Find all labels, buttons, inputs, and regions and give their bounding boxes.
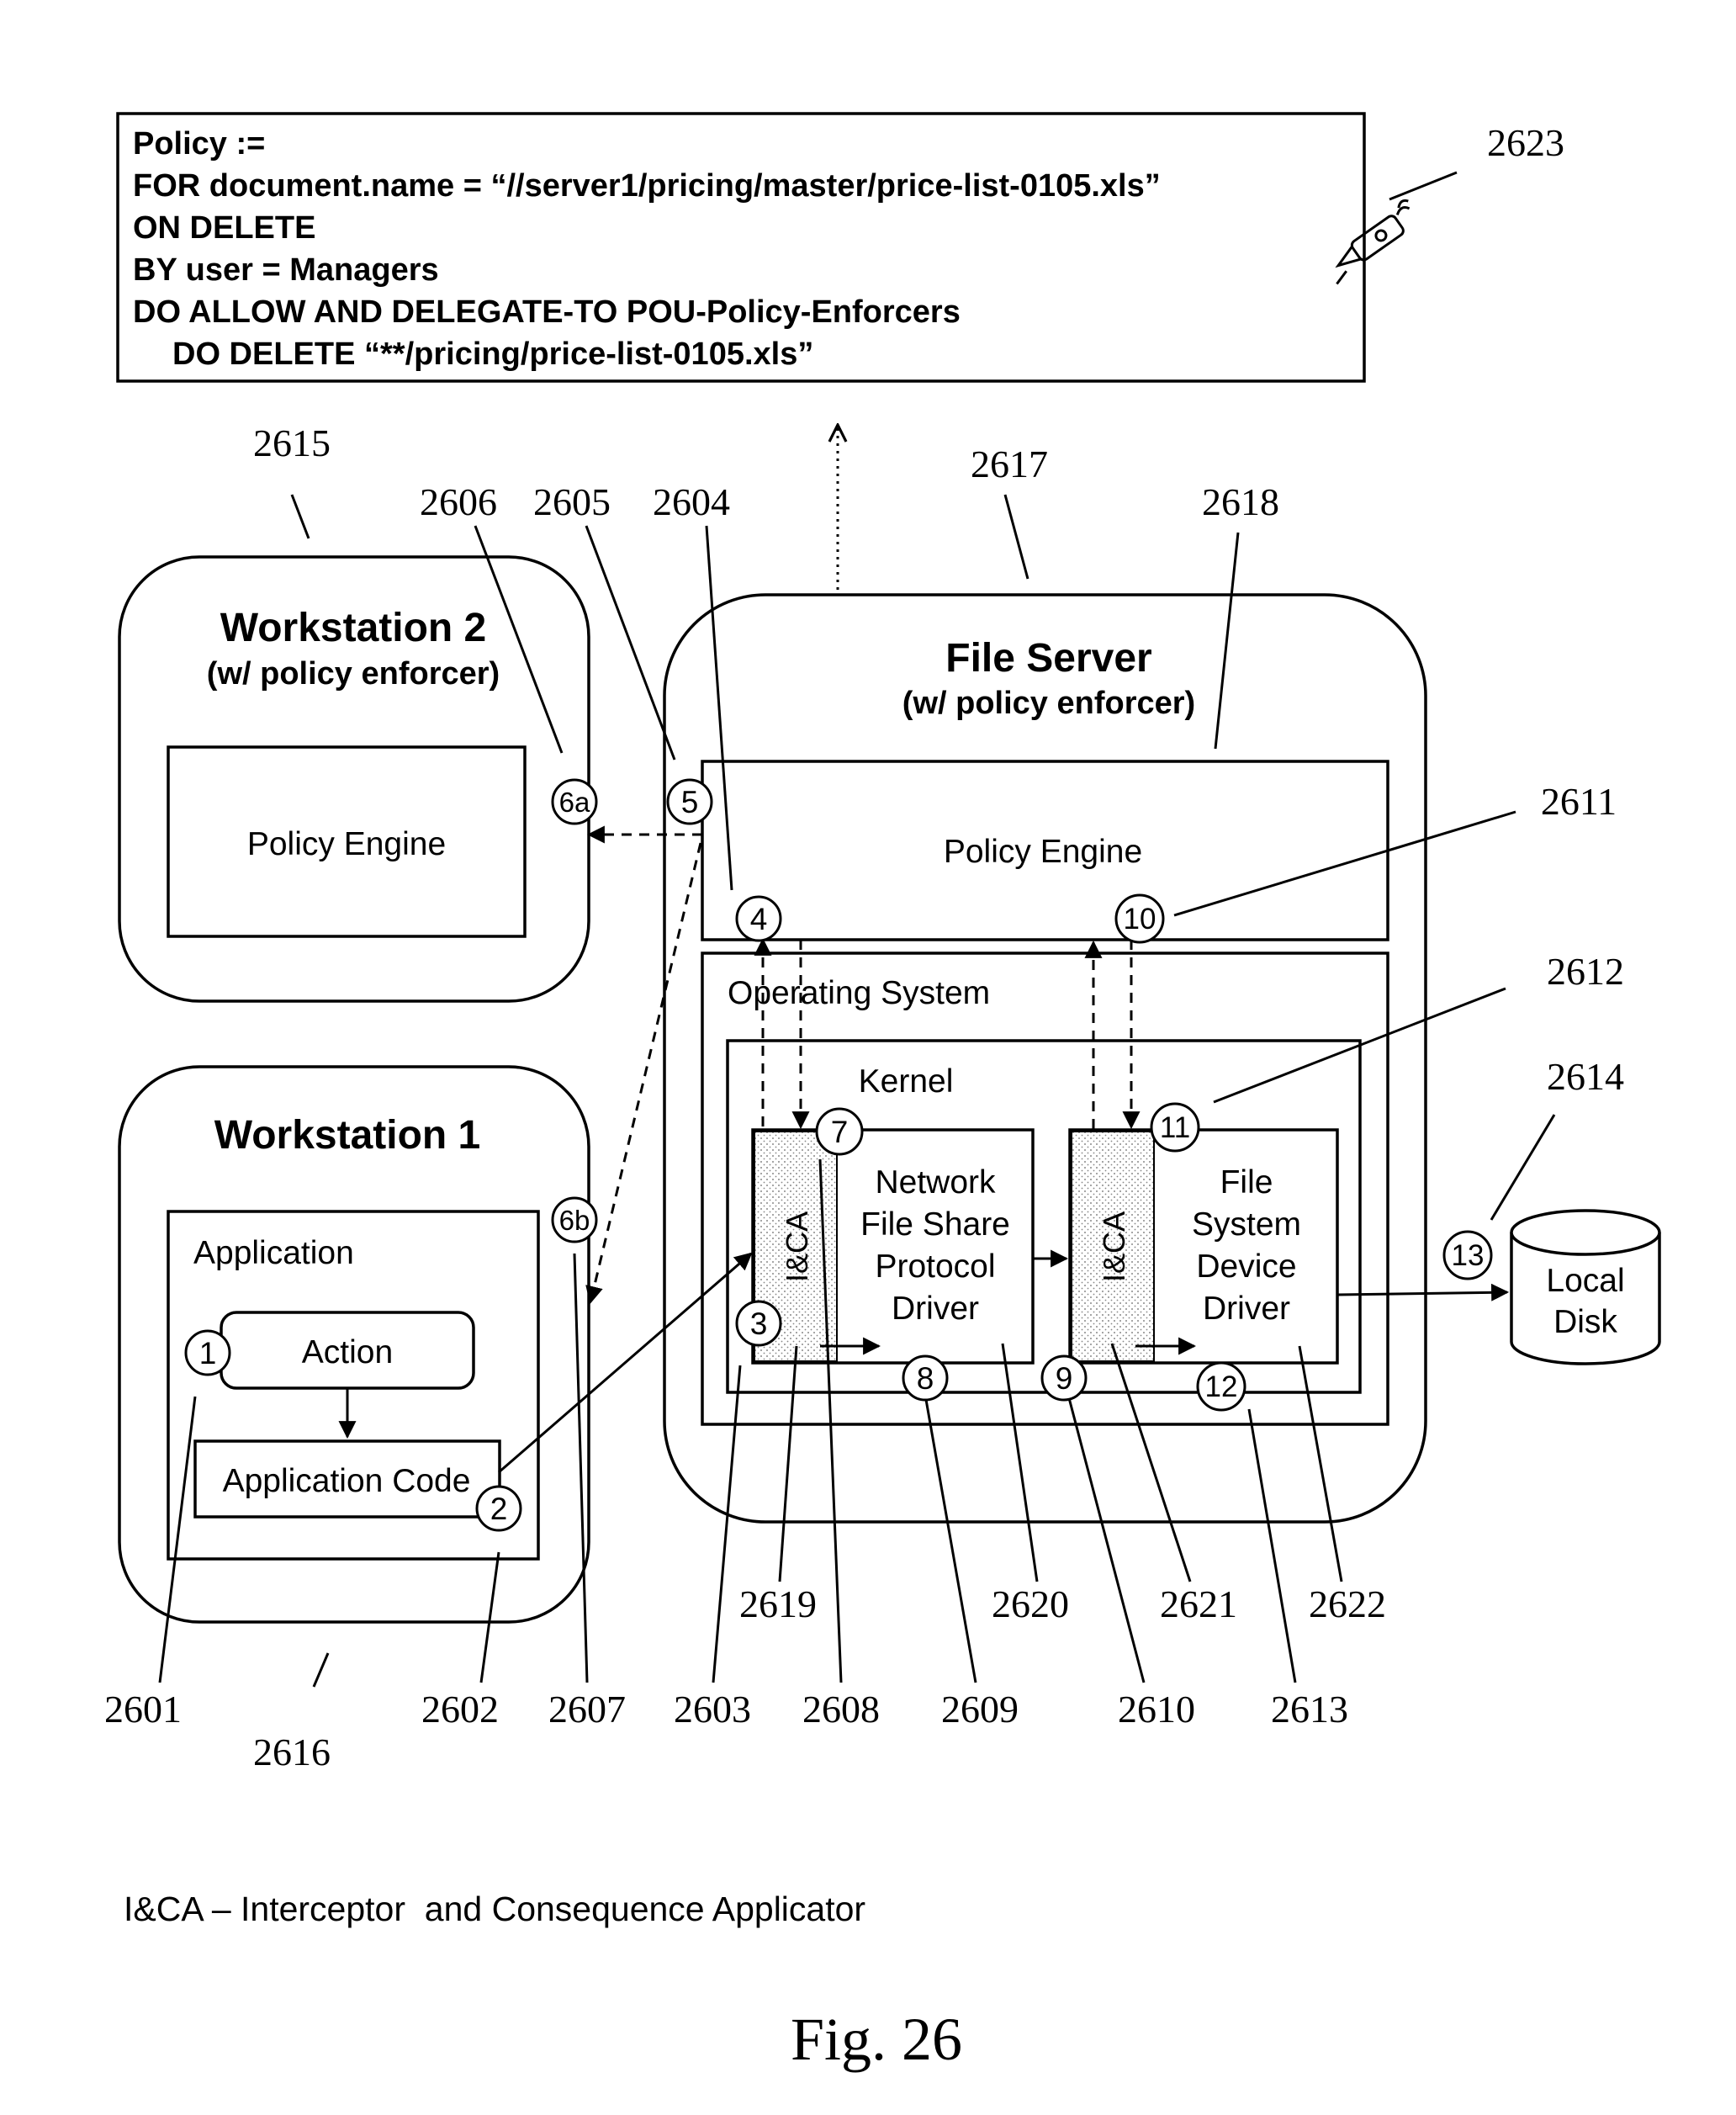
ref-2604: 2604 bbox=[653, 480, 730, 523]
svg-text:12: 12 bbox=[1205, 1370, 1238, 1403]
file-server-title: File Server bbox=[945, 636, 1151, 681]
fs-driver-line-2: System bbox=[1192, 1206, 1301, 1243]
ref-2620: 2620 bbox=[992, 1582, 1069, 1625]
ref-2621: 2621 bbox=[1160, 1582, 1237, 1625]
application-code-label: Application Code bbox=[223, 1463, 471, 1499]
svg-text:8: 8 bbox=[917, 1361, 934, 1396]
step-10: 10 bbox=[1116, 895, 1163, 942]
step-4: 4 bbox=[737, 897, 781, 941]
step-8: 8 bbox=[903, 1356, 947, 1400]
local-disk-line-2: Disk bbox=[1553, 1304, 1617, 1340]
ica-label-1: I&CA bbox=[780, 1211, 814, 1282]
policy-line-6: DO DELETE “**/pricing/price-list-0105.xl… bbox=[172, 337, 813, 372]
ref-2612: 2612 bbox=[1547, 950, 1624, 993]
ref-2606: 2606 bbox=[420, 480, 497, 523]
action-label: Action bbox=[302, 1334, 393, 1370]
step-11: 11 bbox=[1151, 1104, 1199, 1151]
fs-driver-line-1: File bbox=[1220, 1164, 1273, 1201]
ref-2602: 2602 bbox=[421, 1688, 499, 1731]
policy-box: Policy := FOR document.name = “//server1… bbox=[118, 114, 1364, 381]
step-13: 13 bbox=[1444, 1232, 1491, 1279]
local-disk: Local Disk bbox=[1511, 1211, 1659, 1364]
step-2: 2 bbox=[477, 1487, 521, 1530]
step-6a: 6a bbox=[553, 780, 596, 824]
step-12: 12 bbox=[1198, 1363, 1245, 1410]
workstation-2-subtitle: (w/ policy enforcer) bbox=[207, 656, 500, 692]
svg-text:3: 3 bbox=[750, 1307, 768, 1341]
svg-text:11: 11 bbox=[1160, 1111, 1190, 1144]
ref-2618: 2618 bbox=[1202, 480, 1279, 523]
operating-system-label: Operating System bbox=[728, 975, 990, 1011]
ref-2622: 2622 bbox=[1309, 1582, 1386, 1625]
ref-2611: 2611 bbox=[1541, 780, 1617, 823]
svg-text:4: 4 bbox=[750, 902, 768, 936]
workstation-2-title: Workstation 2 bbox=[220, 606, 487, 650]
nfs-driver-line-2: File Share bbox=[860, 1206, 1010, 1243]
workstation-1-title: Workstation 1 bbox=[214, 1113, 481, 1158]
nfs-driver-line-4: Driver bbox=[892, 1291, 979, 1327]
workstation-2-policy-engine: Policy Engine bbox=[247, 826, 446, 862]
fs-driver-line-3: Device bbox=[1196, 1248, 1296, 1285]
svg-text:9: 9 bbox=[1056, 1361, 1073, 1396]
ref-2619: 2619 bbox=[739, 1582, 817, 1625]
step-1: 1 bbox=[186, 1331, 230, 1375]
svg-text:1: 1 bbox=[199, 1336, 217, 1370]
svg-text:10: 10 bbox=[1124, 903, 1156, 936]
ref-2610: 2610 bbox=[1118, 1688, 1195, 1731]
ref-2623: 2623 bbox=[1487, 121, 1564, 164]
kernel-label: Kernel bbox=[859, 1063, 954, 1100]
figure-label: Fig. 26 bbox=[791, 2006, 962, 2073]
ref-2615: 2615 bbox=[253, 421, 331, 464]
step-5: 5 bbox=[668, 780, 712, 824]
ref-2616: 2616 bbox=[253, 1731, 331, 1773]
ref-2613: 2613 bbox=[1271, 1688, 1348, 1731]
svg-text:5: 5 bbox=[681, 785, 699, 819]
policy-line-4: BY user = Managers bbox=[133, 252, 439, 288]
policy-line-3: ON DELETE bbox=[133, 210, 315, 246]
file-server-policy-engine: Policy Engine bbox=[944, 834, 1142, 870]
ref-2603: 2603 bbox=[674, 1688, 751, 1731]
local-disk-line-1: Local bbox=[1546, 1263, 1624, 1299]
nfs-driver-line-3: Protocol bbox=[875, 1248, 995, 1285]
step-3: 3 bbox=[737, 1301, 781, 1345]
policy-line-5: DO ALLOW AND DELEGATE-TO POU-Policy-Enfo… bbox=[133, 294, 961, 330]
svg-text:6a: 6a bbox=[559, 787, 590, 818]
svg-text:6b: 6b bbox=[559, 1205, 590, 1236]
nfs-driver-line-1: Network bbox=[875, 1164, 996, 1201]
ref-2614: 2614 bbox=[1547, 1055, 1624, 1098]
svg-text:2: 2 bbox=[490, 1492, 508, 1526]
ref-2605: 2605 bbox=[533, 480, 611, 523]
workstation-2: Workstation 2 (w/ policy enforcer) Polic… bbox=[119, 557, 589, 1001]
ica-label-2: I&CA bbox=[1097, 1211, 1131, 1282]
ref-2607: 2607 bbox=[548, 1688, 626, 1731]
ref-2601: 2601 bbox=[104, 1688, 182, 1731]
step-7: 7 bbox=[817, 1109, 862, 1154]
legend: I&CA – Interceptor and Consequence Appli… bbox=[124, 1890, 865, 1928]
ref-2608: 2608 bbox=[802, 1688, 880, 1731]
fs-driver-line-4: Driver bbox=[1203, 1291, 1290, 1327]
step-6b: 6b bbox=[553, 1198, 596, 1242]
svg-text:13: 13 bbox=[1452, 1239, 1485, 1272]
file-server-subtitle: (w/ policy enforcer) bbox=[902, 686, 1195, 721]
ref-2609: 2609 bbox=[941, 1688, 1019, 1731]
ref-2617: 2617 bbox=[971, 443, 1048, 485]
policy-line-2: FOR document.name = “//server1/pricing/m… bbox=[133, 168, 1161, 204]
svg-text:7: 7 bbox=[831, 1115, 849, 1149]
step-9: 9 bbox=[1042, 1356, 1086, 1400]
application-label: Application bbox=[193, 1235, 354, 1271]
policy-line-1: Policy := bbox=[133, 126, 265, 162]
